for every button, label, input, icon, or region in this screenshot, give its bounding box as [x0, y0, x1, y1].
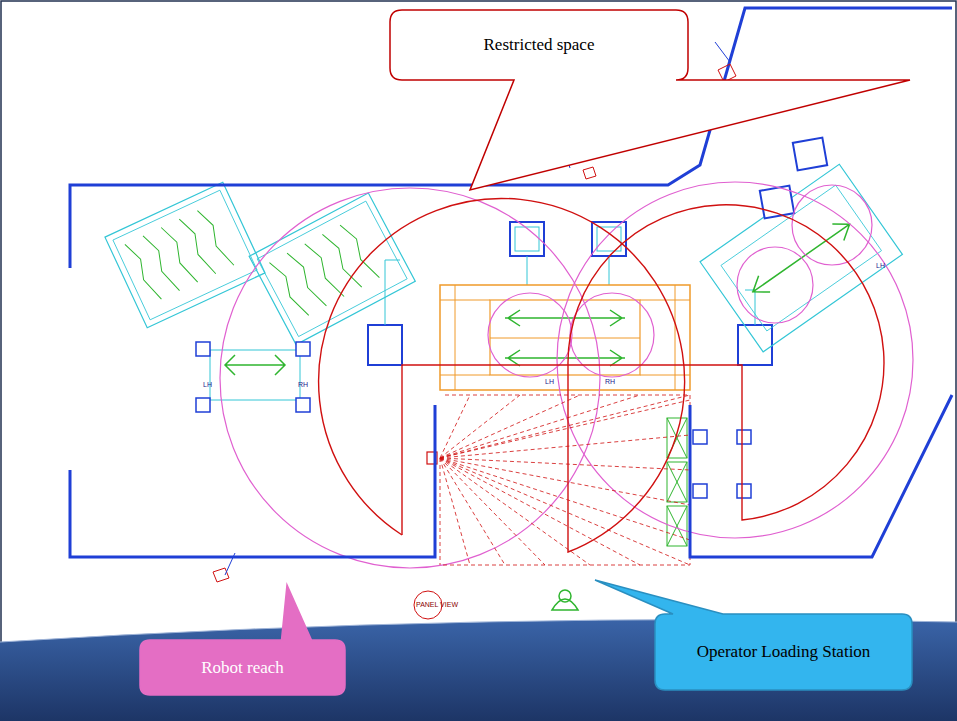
- part-label: RH: [605, 378, 615, 385]
- callout-box: Restricted space: [390, 10, 688, 80]
- callout-text: Robot reach: [201, 657, 284, 678]
- callout-box: Robot reach: [140, 640, 345, 695]
- part-label: LH: [203, 381, 212, 388]
- part-label: LH: [545, 378, 554, 385]
- part-label: RH: [298, 381, 308, 388]
- callout-box: Operator Loading Station: [655, 614, 912, 690]
- callout-text: Restricted space: [484, 34, 595, 55]
- part-label: PANEL VIEW: [416, 601, 458, 608]
- callout-text: Operator Loading Station: [697, 641, 871, 662]
- callout-outline: [390, 10, 910, 190]
- callout-outline: [140, 585, 345, 695]
- part-label: LH: [876, 262, 885, 269]
- callout-outline: [595, 580, 912, 690]
